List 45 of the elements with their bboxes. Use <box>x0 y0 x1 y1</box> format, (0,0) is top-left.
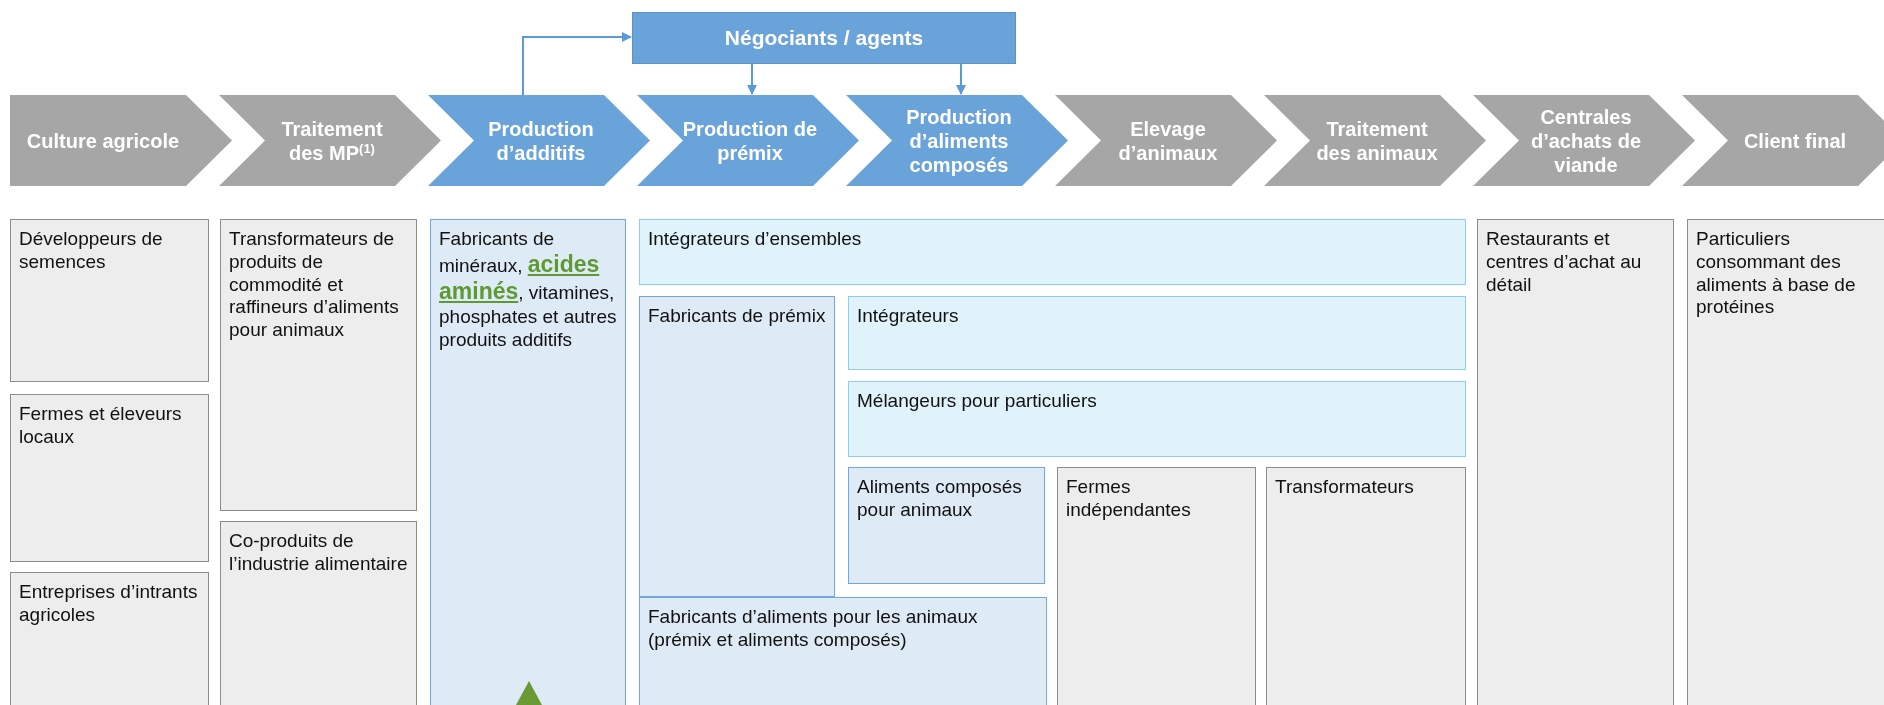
actor-box <box>639 296 835 597</box>
box-text: Transformateurs <box>1275 476 1415 499</box>
box-text: Développeurs de semences <box>19 228 164 274</box>
actor-box <box>430 219 626 705</box>
box-text: Co-produits de l’industrie alimentaire <box>229 530 408 576</box>
actor-box <box>220 219 417 511</box>
step-label: Elevage d’animaux <box>1117 116 1219 165</box>
actor-box <box>10 219 209 382</box>
step-label: Production d’additifs <box>487 116 595 165</box>
actor-box <box>639 597 1047 705</box>
actor-box <box>848 467 1045 584</box>
step-label: Production d’aliments composés <box>905 104 1013 177</box>
step-label: Production de prémix <box>681 116 819 165</box>
actor-box <box>10 394 209 562</box>
box-text: Mélangeurs pour particuliers <box>857 390 1098 413</box>
actor-box <box>1687 219 1884 705</box>
box-text: Fabricants d’aliments pour les animaux (prémix et aliments composés) <box>648 606 979 652</box>
box-text: Transformateurs de produits de commodité et raffineurs d’aliments pour animaux <box>229 228 400 342</box>
box-text: Intégrateurs d’ensembles <box>648 228 863 251</box>
step-label: Culture agricole <box>26 128 180 153</box>
box-text: Fermes et éleveurs locaux <box>19 403 183 449</box>
step-label: Centrales d’achats de viande <box>1529 104 1642 177</box>
box-text: Particuliers consommant des aliments à base de protéines <box>1696 228 1857 320</box>
arrow <box>956 63 966 95</box>
process-box: Négociants / agents <box>632 12 1016 64</box>
box-text: Entreprises d’intrants agricoles <box>19 581 199 627</box>
arrow <box>747 63 757 95</box>
box-text: Intégrateurs <box>857 305 960 328</box>
step-label: Traitement des animaux <box>1315 116 1439 165</box>
arrow <box>522 32 632 96</box>
box-text: Fabricants de prémix <box>648 305 826 328</box>
step-label: Traitement des MP$^{(1)}$ <box>280 116 384 165</box>
step-label: Client final <box>1743 128 1847 153</box>
actor-box <box>10 572 209 705</box>
box-text: Aliments composés pour animaux <box>857 476 1023 522</box>
box-text: Fermes indépendantes <box>1066 476 1192 522</box>
actor-box <box>848 296 1466 370</box>
box-text: Fabricants de minéraux, acides aminés, vitamines, phosphates et autres produits additifs <box>439 228 617 352</box>
actor-box <box>1266 467 1466 705</box>
box-text: Restaurants et centres d’achat au détail <box>1486 228 1643 297</box>
actor-box <box>220 521 417 705</box>
actor-box <box>1057 467 1256 705</box>
actor-box <box>1477 219 1674 705</box>
actor-box <box>639 219 1466 285</box>
actor-box <box>848 381 1466 457</box>
